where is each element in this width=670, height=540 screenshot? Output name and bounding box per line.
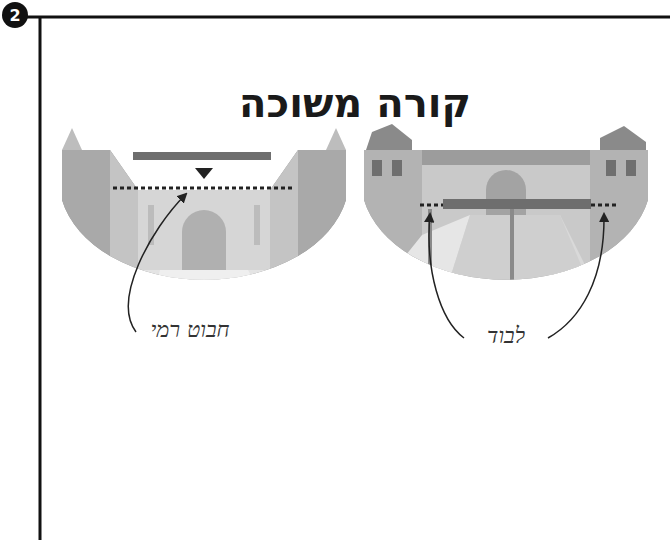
scene-high-beam (60, 128, 350, 332)
callout-number: 2 (9, 6, 20, 25)
scene-stretched-beam (362, 124, 652, 338)
title: קורה משוכה (239, 80, 471, 126)
part-label: לבוד (487, 323, 525, 349)
part-label: חבוט רמי (150, 317, 229, 343)
